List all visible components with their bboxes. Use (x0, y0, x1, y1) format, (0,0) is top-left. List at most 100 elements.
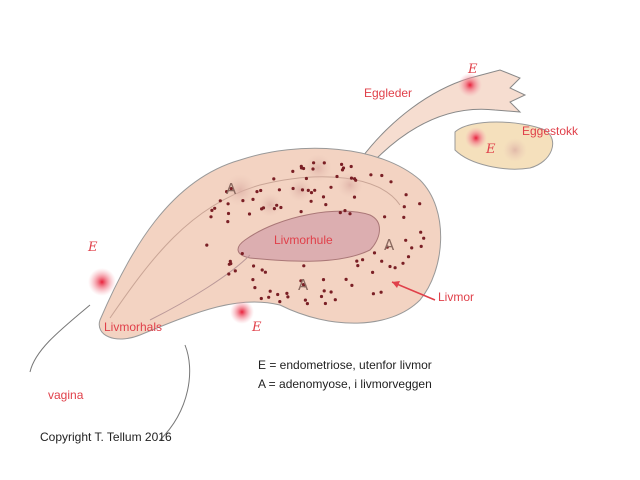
adenomyosis-dot (251, 197, 255, 201)
uterine-cavity (237, 210, 380, 262)
livmor-arrow (391, 281, 436, 301)
adenomyosis-dot (324, 203, 328, 207)
endometriosis-spot (88, 268, 116, 296)
adenomyosis-dot (349, 164, 353, 169)
adenomyosis-dot (300, 188, 305, 192)
adenomyosis-dot (388, 264, 392, 269)
adenomyosis-dot (404, 238, 408, 242)
marker-e: E (468, 62, 478, 77)
adenomyosis-lesion (337, 172, 363, 198)
label-livmorhals: Livmorhals (104, 320, 163, 334)
adenomyosis-dot (253, 286, 257, 290)
adenomyosis-dot (255, 190, 259, 194)
adenomyosis-dot (311, 167, 315, 171)
adenomyosis-dot (291, 169, 295, 173)
adenomyosis-dot (419, 244, 423, 248)
endometriosis-spot (458, 73, 482, 97)
adenomyosis-dot (369, 173, 373, 177)
adenomyosis-dot (302, 264, 306, 268)
adenomyosis-dot (279, 205, 283, 210)
adenomyosis-dot (355, 259, 359, 263)
adenomyosis-dot (422, 236, 426, 240)
adenomyosis-dot (321, 195, 326, 199)
adenomyosis-dot (301, 283, 306, 287)
adenomyosis-dot (226, 211, 231, 216)
adenomyosis-dot (356, 264, 360, 268)
adenomyosis-dot (260, 268, 264, 272)
adenomyosis-dot (276, 292, 280, 297)
adenomyosis-dot (319, 294, 324, 299)
adenomyosis-dot (340, 162, 344, 166)
adenomyosis-dot (268, 289, 272, 293)
adenomyosis-dot (309, 191, 314, 195)
adenomyosis-dot (406, 255, 411, 259)
marker-e: E (88, 240, 98, 255)
adenomyosis-dot (418, 202, 422, 206)
adenomyosis-dot (354, 178, 358, 182)
adenomyosis-dot (272, 177, 276, 181)
adenomyosis-dot (343, 209, 347, 213)
adenomyosis-dot (263, 270, 267, 274)
adenomyosis-dot (340, 168, 345, 172)
adenomyosis-dot (323, 301, 327, 306)
adenomyosis-dot (385, 245, 389, 249)
adenomyosis-dot (267, 295, 271, 299)
adenomyosis-dot (321, 278, 326, 282)
adenomyosis-dot (209, 215, 213, 219)
adenomyosis-dot (350, 283, 354, 287)
adenomyosis-dot (344, 277, 348, 281)
adenomyosis-dot (240, 252, 244, 256)
adenomyosis-dot (218, 199, 222, 203)
adenomyosis-dot (227, 272, 231, 276)
adenomyosis-dot (291, 186, 295, 191)
adenomyosis-dot (304, 176, 308, 181)
adenomyosis-dot (402, 205, 406, 209)
marker-a: A (226, 180, 237, 198)
adenomyosis-dot (312, 161, 316, 165)
vagina-outline (29, 304, 91, 373)
endometriosis-spot (465, 127, 487, 149)
adenomyosis-lesion (258, 193, 282, 217)
adenomyosis-dot (361, 258, 365, 262)
adenomyosis-dot (404, 193, 408, 197)
adenomyosis-dot (272, 207, 276, 211)
copyright: Copyright T. Tellum 2016 (40, 430, 172, 444)
adenomyosis-dot (247, 212, 252, 216)
adenomyosis-dot (213, 206, 217, 210)
adenomyosis-dot (205, 243, 209, 247)
adenomyosis-dot (252, 264, 256, 268)
label-livmorhule: Livmorhule (274, 233, 333, 247)
marker-e: E (486, 142, 496, 157)
legend-adenomyosis: A = adenomyose, i livmorveggen (258, 377, 432, 391)
adenomyosis-dot (329, 185, 333, 189)
adenomyosis-dot (275, 203, 279, 207)
adenomyosis-dot (210, 208, 214, 212)
marker-a: A (298, 276, 309, 294)
adenomyosis-dot (303, 298, 307, 302)
label-livmor: Livmor (438, 290, 475, 304)
adenomyosis-dot (383, 215, 387, 219)
adenomyosis-dot (233, 269, 237, 273)
marker-e: E (252, 320, 262, 335)
adenomyosis-dot (410, 246, 414, 250)
adenomyosis-dot (371, 292, 375, 296)
adenomyosis-dot (313, 188, 317, 192)
adenomyosis-dot (251, 278, 255, 282)
adenomyosis-dot (401, 261, 405, 265)
adenomyosis-dot (226, 220, 230, 224)
label-vagina: vagina (48, 388, 84, 402)
legend-endometriosis: E = endometriose, utenfor livmor (258, 358, 432, 372)
adenomyosis-dot (380, 259, 384, 263)
adenomyosis-dot (380, 173, 384, 178)
adenomyosis-dot (322, 161, 326, 165)
adenomyosis-dot (348, 212, 352, 216)
adenomyosis-dot (393, 266, 397, 270)
adenomyosis-dot (261, 206, 266, 210)
endometriosis-spot (230, 300, 254, 324)
adenomyosis-dot (352, 195, 357, 199)
adenomyosis-dot (371, 270, 375, 274)
adenomyosis-dot (309, 199, 313, 203)
adenomyosis-dot (285, 291, 289, 295)
adenomyosis-dot (349, 176, 354, 180)
